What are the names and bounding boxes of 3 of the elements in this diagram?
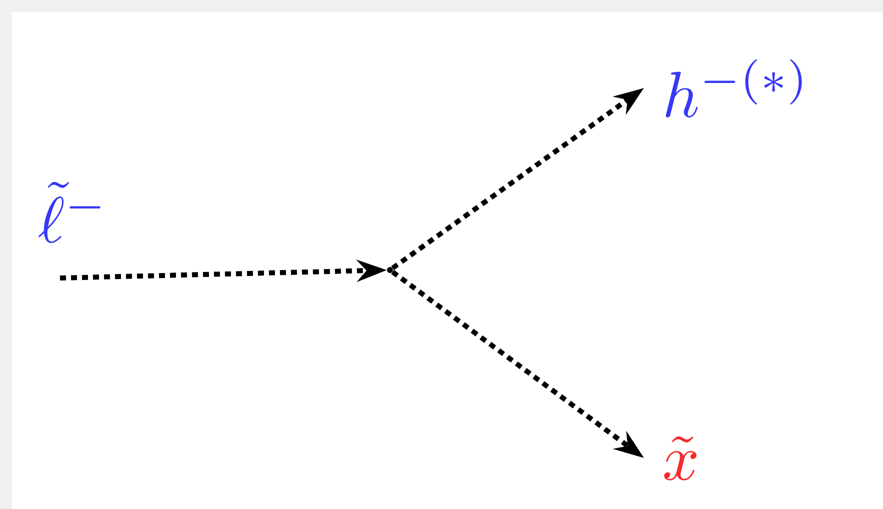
- particle-label: $\tilde{x}$: [664, 436, 696, 480]
- edge-label: $\tilde{\ell}^{-}$: [38, 182, 100, 243]
- particle-label: $h^{-(*)}$: [666, 59, 802, 118]
